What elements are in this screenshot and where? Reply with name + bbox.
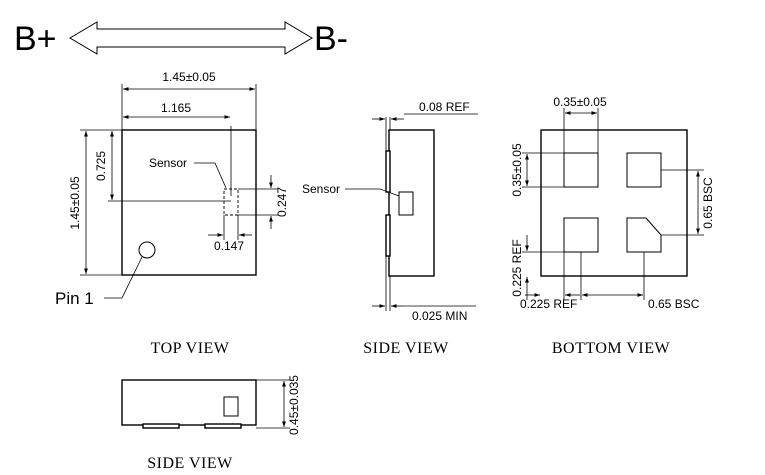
pad-size-top-label: 0.35±0.05 (553, 95, 607, 109)
polarity-indicator: B+ B- (14, 20, 348, 58)
top-sensor-leader (194, 162, 227, 189)
double-arrow-icon (69, 21, 313, 55)
lower-side-view-title: SIDE VIEW (147, 455, 233, 472)
thickness-label: 0.45±0.035 (287, 375, 301, 435)
pitch-right-label: 0.65 BSC (701, 177, 715, 229)
side-view-package-body (388, 129, 435, 277)
side-view-title: SIDE VIEW (363, 340, 449, 357)
top-view: 1.45±0.05 1.165 1.45±0.05 0.725 0.247 0.… (55, 70, 289, 357)
ref-left-label: 0.225 REF (510, 239, 524, 296)
side-ref-label: 0.08 REF (419, 100, 470, 114)
top-sensor-label: Sensor (149, 156, 187, 170)
lower-side-package-body (121, 379, 257, 426)
width-dim-label: 1.45±0.05 (162, 70, 216, 84)
pin1-marker (138, 241, 156, 259)
top-view-package-body (121, 129, 257, 276)
bottom-view-package-body (540, 129, 688, 277)
bottom-view-title: BOTTOM VIEW (552, 340, 671, 357)
top-view-title: TOP VIEW (151, 340, 230, 357)
side-sensor-leader (345, 188, 400, 197)
pitch-bottom-label: 0.65 BSC (648, 297, 700, 311)
lower-side-contact-right (204, 423, 242, 429)
sensor-h-dim-label: 0.247 (275, 187, 289, 217)
pad-pin1 (626, 217, 662, 253)
negative-terminal-label: B- (314, 20, 348, 58)
ref-bottom-label: 0.225 REF (520, 297, 577, 311)
bottom-view: 0.35±0.05 0.35±0.05 0.65 BSC 0.225 REF 0… (510, 95, 715, 357)
positive-terminal-label: B+ (14, 20, 57, 58)
side-view-sensor (398, 191, 414, 216)
lower-side-contact-left (142, 423, 180, 429)
pin1-label: Pin 1 (55, 289, 94, 308)
sensor-y-dim-label: 0.725 (94, 151, 108, 181)
lower-side-sensor (223, 396, 239, 417)
sensor-w-dim-label: 0.147 (214, 239, 244, 253)
side-sensor-label: Sensor (302, 182, 340, 196)
pad-top-left (563, 152, 599, 188)
side-view-contact-upper (385, 150, 391, 193)
pad-size-left-label: 0.35±0.05 (510, 143, 524, 197)
side-view-lower: 0.45±0.035 SIDE VIEW (121, 375, 301, 472)
side-min-label: 0.025 MIN (412, 309, 467, 323)
side-view: 0.08 REF 0.025 MIN Sensor SIDE VIEW (302, 100, 478, 357)
sensor-x-dim-label: 1.165 (161, 101, 191, 115)
side-view-contact-lower (385, 214, 391, 257)
pin1-leader (104, 256, 143, 299)
height-dim-label: 1.45±0.05 (68, 176, 82, 230)
